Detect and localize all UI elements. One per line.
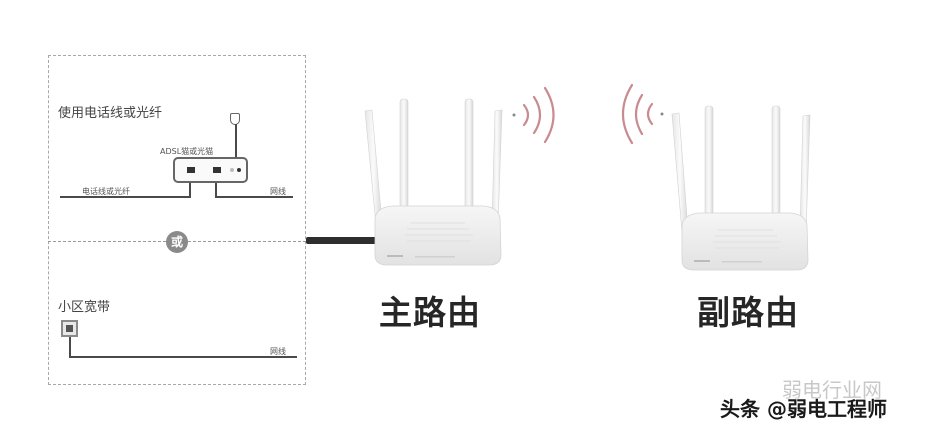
main-router-label: 主路由 [379, 293, 481, 332]
wifi-signal-icon [622, 83, 664, 145]
ethernet-line [215, 196, 293, 198]
main-router-icon [364, 98, 503, 266]
modem-port-icon [187, 167, 195, 173]
wall-ethernet-port-icon [61, 320, 78, 337]
ethernet-connector [215, 183, 217, 198]
modem-icon [173, 157, 248, 183]
power-cord [235, 124, 237, 158]
ethernet-line [69, 356, 297, 358]
option-community-broadband-title: 小区宽带 [58, 300, 111, 315]
wall-port-cable [69, 337, 71, 357]
ethernet-cable [306, 237, 378, 244]
or-badge: 或 [166, 231, 188, 253]
modem-port-icon [213, 167, 221, 173]
secondary-router-label: 副路由 [697, 293, 799, 332]
ethernet-line-label: 网线 [270, 187, 286, 196]
phone-fiber-line [60, 196, 191, 198]
secondary-router-icon [671, 105, 811, 271]
modem-led-icon [230, 168, 234, 172]
phone-line-connector [189, 183, 191, 197]
option-phone-fiber-title: 使用电话线或光纤 [58, 106, 163, 121]
modem-led-icon [237, 168, 241, 172]
wifi-signal-icon [512, 86, 555, 144]
watermark-faded: 弱电行业网 [782, 378, 882, 402]
ethernet-line-label: 网线 [270, 347, 286, 356]
phone-fiber-line-label: 电话线或光纤 [82, 187, 130, 196]
connection-options-panel [48, 55, 306, 385]
modem-label: ADSL猫或光猫 [160, 147, 214, 156]
watermark: 头条 @弱电工程师 [720, 397, 887, 421]
